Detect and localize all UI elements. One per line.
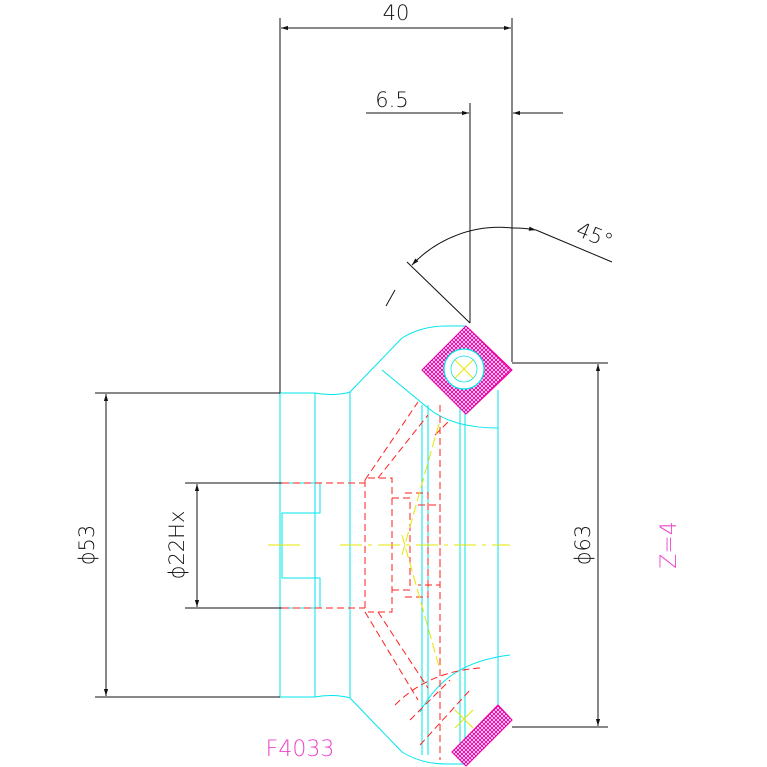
hatched-tooth-upper (421, 325, 513, 415)
hatched-tooth-lower (451, 704, 513, 767)
hidden-lines (282, 401, 481, 760)
center-lines (268, 359, 510, 729)
dim-dia-63: ϕ63 (571, 525, 595, 566)
teeth-count-label: Z=4 (657, 521, 682, 569)
dim-offset-6-5: 6.5 (375, 88, 408, 112)
dim-dia-53: ϕ53 (75, 525, 99, 566)
dim-dia-22hx: ϕ22Hx (165, 511, 189, 580)
part-number-label: F4033 (266, 737, 335, 762)
dim-width-40: 40 (383, 1, 410, 25)
dimension-lines (95, 18, 613, 728)
